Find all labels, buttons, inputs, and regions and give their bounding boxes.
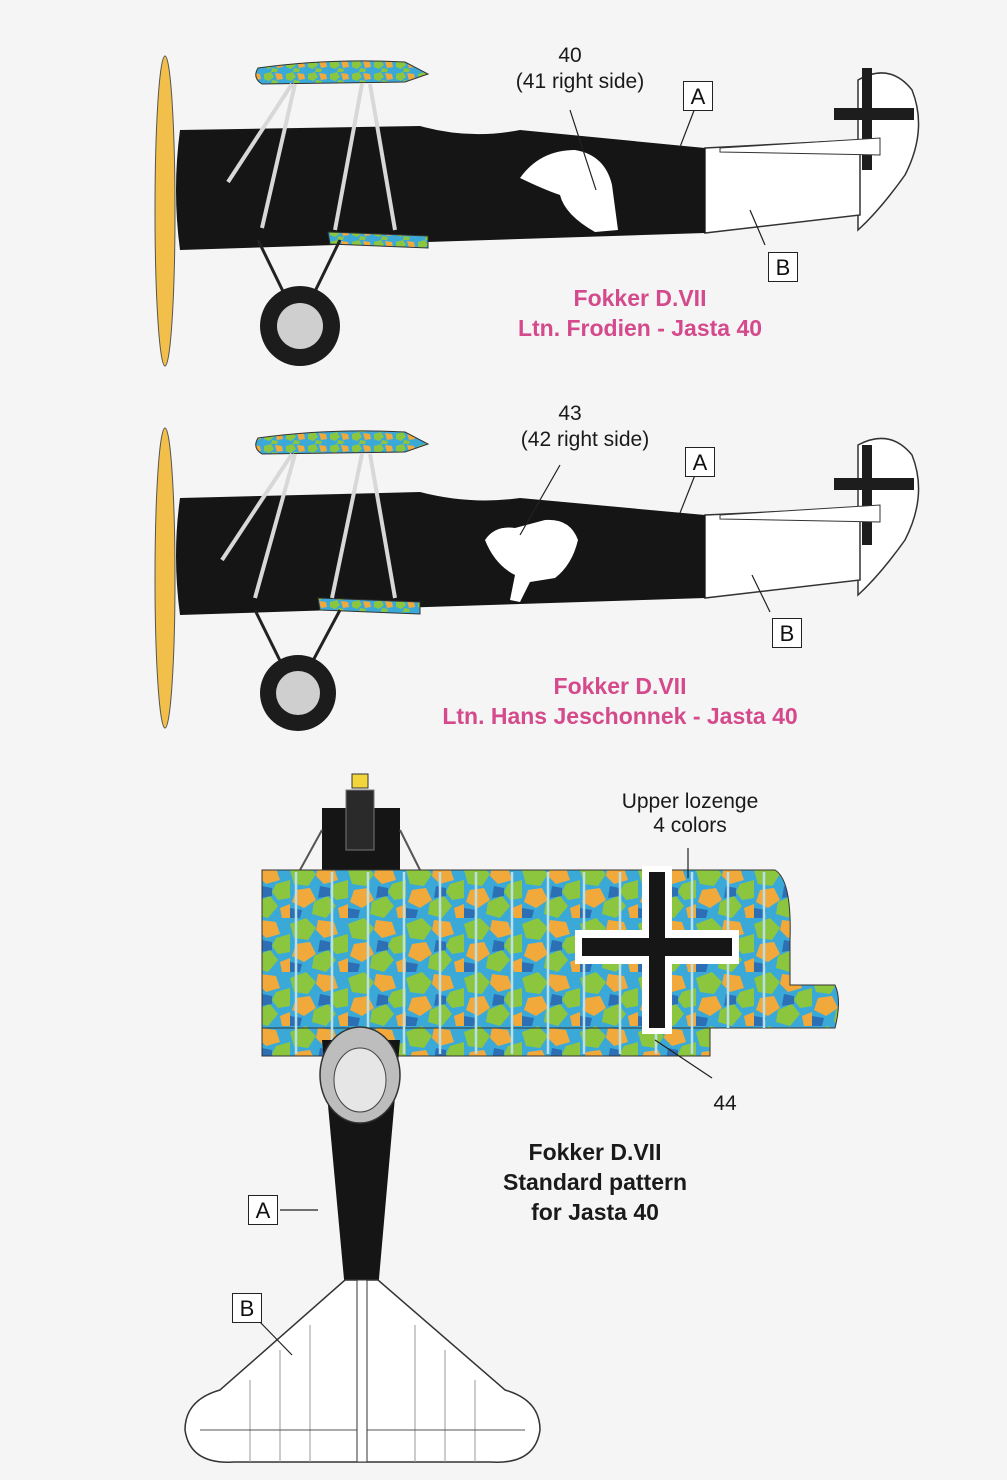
wing-struts <box>226 82 397 231</box>
lozenge-label-line2: 4 colors <box>653 814 727 838</box>
upper-wing <box>255 60 430 85</box>
marker-b-leader <box>257 1319 293 1356</box>
eagle-emblem <box>520 150 618 232</box>
wing-cross <box>575 866 739 1034</box>
cockpit-opening <box>333 1047 387 1113</box>
fuselage-black <box>176 492 705 615</box>
lower-wing <box>327 231 429 249</box>
marker-b-leader <box>749 209 766 246</box>
profile-title-frodien: Fokker D.VII Ltn. Frodien - Jasta 40 <box>480 284 800 344</box>
marker-a: A <box>683 81 713 111</box>
decal-number-43: 43 <box>558 402 582 425</box>
title-line1: Fokker D.VII <box>573 285 707 311</box>
decal-note-41: (41 right side) <box>515 70 645 93</box>
profile-aircraft-frodien <box>154 55 920 367</box>
rudder-cross-horizontal <box>834 108 914 120</box>
marker-b: B <box>768 252 798 282</box>
tailplane <box>719 137 881 156</box>
rudder <box>857 437 920 597</box>
plan-view-aircraft <box>184 773 839 1463</box>
decal-43-leader <box>519 464 561 536</box>
lozenge-label-line1: Upper lozenge <box>621 790 759 813</box>
propeller <box>154 427 176 729</box>
wheel-hub <box>277 303 323 349</box>
title-line2: Ltn. Hans Jeschonnek - Jasta 40 <box>442 702 798 729</box>
lozenge-label: Upper lozenge 4 colors <box>590 790 790 838</box>
rudder-cross-vertical <box>862 445 872 545</box>
upper-wing-lozenge <box>261 869 839 1029</box>
tail-ribs <box>200 1325 525 1462</box>
propeller-hub <box>351 773 369 789</box>
title-line2: Standard pattern <box>502 1168 688 1195</box>
title-line1: Fokker D.VII <box>553 673 687 699</box>
engine-cylinders <box>345 789 375 851</box>
propeller <box>154 55 176 367</box>
decal-number-40: 40 <box>558 44 582 67</box>
decal-40-leader <box>569 109 597 191</box>
wing-struts <box>220 452 397 599</box>
fuselage-black <box>176 126 705 250</box>
decal-note-42: (42 right side) <box>520 428 650 451</box>
title-line1: Fokker D.VII <box>528 1139 662 1165</box>
cabane-struts <box>299 829 421 871</box>
decal-number-44: 44 <box>713 1092 737 1115</box>
marker-a: A <box>248 1195 278 1225</box>
marker-b-leader <box>751 574 771 613</box>
marker-a-leader <box>679 474 696 514</box>
profile-title-jeschonnek: Fokker D.VII Ltn. Hans Jeschonnek - Jast… <box>410 672 830 732</box>
rudder-cross-horizontal <box>834 478 914 490</box>
decal-44-leader <box>654 1039 713 1079</box>
marker-a: A <box>685 447 715 477</box>
marker-a-leader <box>679 107 696 148</box>
lower-wing <box>317 597 421 615</box>
plan-view-title: Fokker D.VII Standard pattern for Jasta … <box>450 1138 740 1228</box>
marker-b: B <box>232 1293 262 1323</box>
profile-aircraft-jeschonnek <box>154 427 920 731</box>
marker-b: B <box>772 618 802 648</box>
wheel-hub <box>276 671 320 715</box>
tailplane <box>719 504 881 523</box>
upper-wing <box>255 430 430 455</box>
goat-emblem <box>485 519 578 602</box>
title-line2: Ltn. Frodien - Jasta 40 <box>517 314 763 341</box>
rudder-top <box>356 1279 368 1463</box>
title-line3: for Jasta 40 <box>531 1198 659 1225</box>
